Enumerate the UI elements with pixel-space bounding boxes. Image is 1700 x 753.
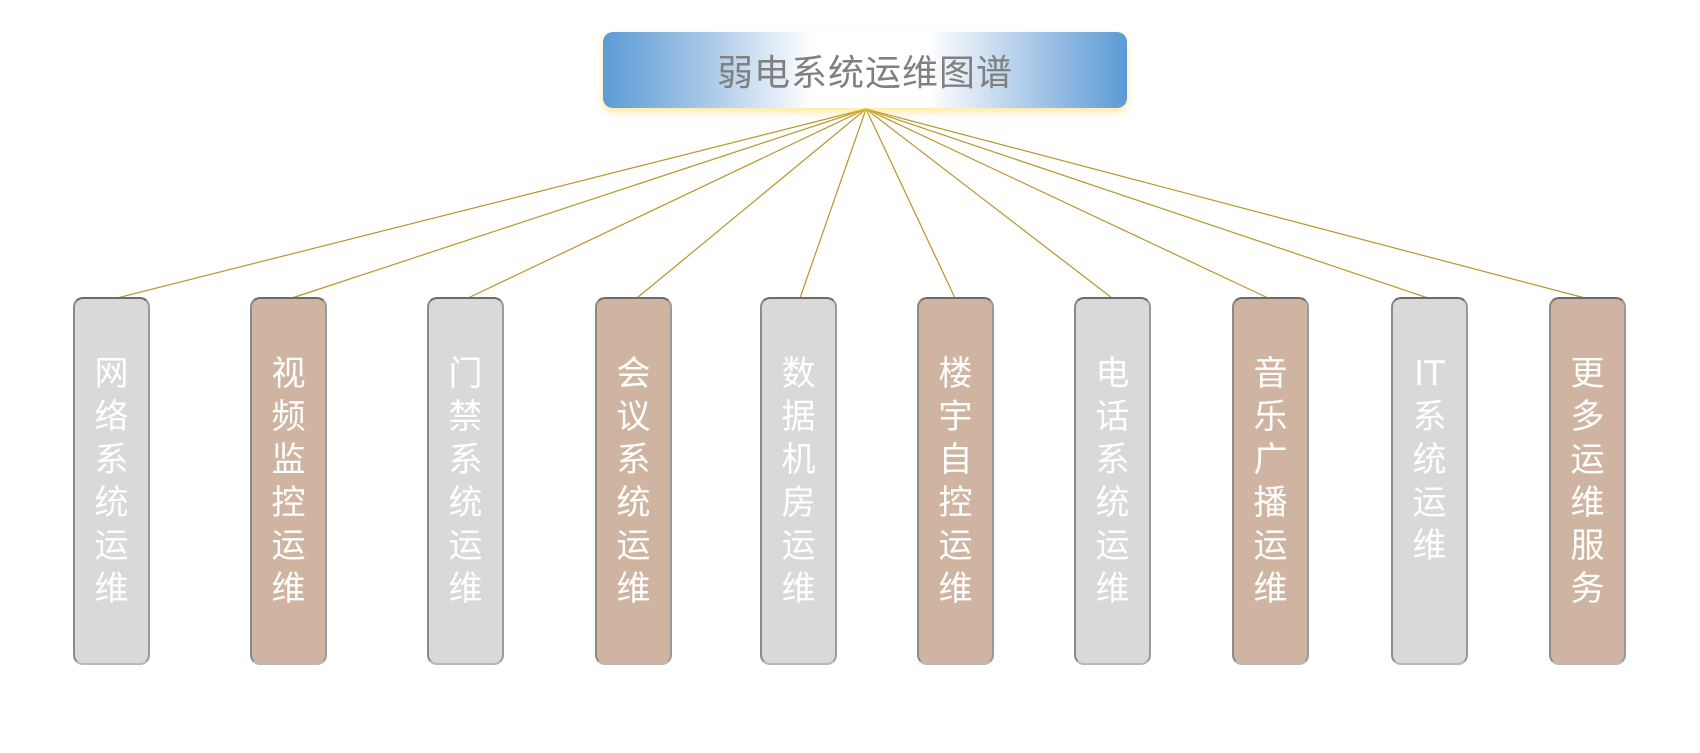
node-label: 视频监控运维 <box>271 354 306 609</box>
connector-line <box>467 108 867 299</box>
connector-line <box>291 108 867 299</box>
node-more-services: 更多运维服务 <box>1549 297 1626 665</box>
node-label: 楼宇自控运维 <box>938 354 973 609</box>
node-label: 电话系统运维 <box>1095 354 1130 609</box>
node-network: 网络系统运维 <box>73 297 150 665</box>
node-label: 网络系统运维 <box>94 354 129 609</box>
node-it-system: IT系统运维 <box>1391 297 1468 665</box>
connector-line <box>865 108 956 299</box>
node-label: 门禁系统运维 <box>448 354 483 609</box>
node-access-control: 门禁系统运维 <box>427 297 504 665</box>
node-telephone: 电话系统运维 <box>1074 297 1151 665</box>
connector-line <box>636 108 867 299</box>
node-label: 数据机房运维 <box>781 354 816 609</box>
root-title-node: 弱电系统运维图谱 <box>603 32 1127 108</box>
node-video-surveillance: 视频监控运维 <box>250 297 327 665</box>
node-data-center: 数据机房运维 <box>760 297 837 665</box>
connector-line <box>116 108 867 299</box>
connector-line <box>865 108 1113 299</box>
node-building-automation: 楼宇自控运维 <box>917 297 994 665</box>
node-label: IT系统运维 <box>1412 354 1447 566</box>
connector-line <box>865 108 1429 299</box>
connector-line <box>865 108 1586 299</box>
node-music-broadcast: 音乐广播运维 <box>1232 297 1309 665</box>
node-label: 更多运维服务 <box>1570 354 1605 609</box>
root-title: 弱电系统运维图谱 <box>716 53 1013 94</box>
node-conference: 会议系统运维 <box>595 297 672 665</box>
node-label: 会议系统运维 <box>616 354 651 609</box>
connector-line <box>799 108 867 299</box>
node-label: 音乐广播运维 <box>1253 354 1288 609</box>
connector-line <box>865 108 1269 299</box>
